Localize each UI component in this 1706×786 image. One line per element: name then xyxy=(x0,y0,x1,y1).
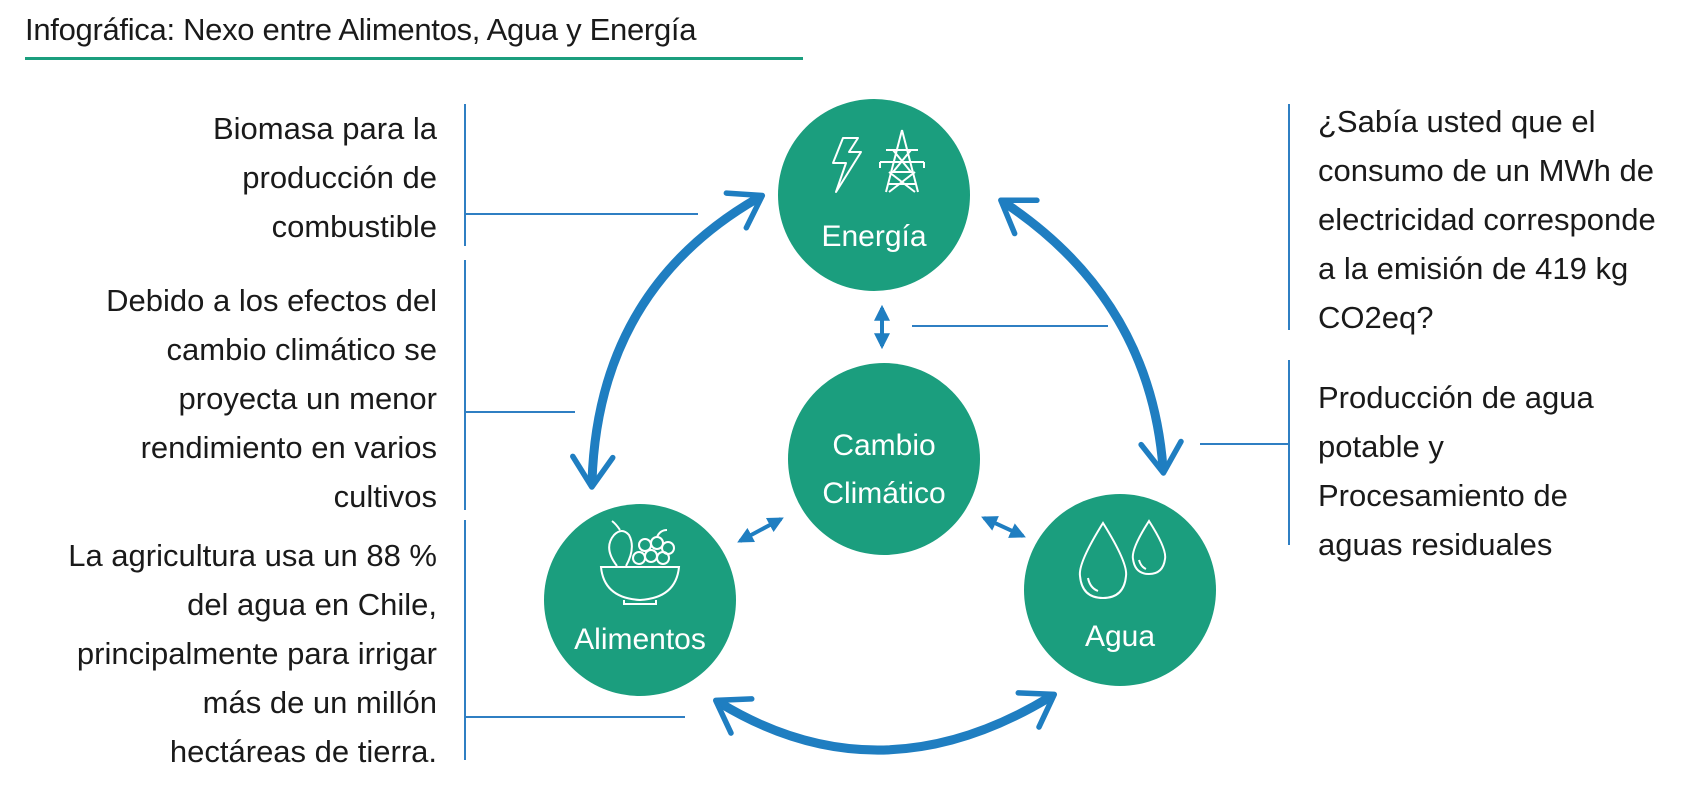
node-alimentos: Alimentos xyxy=(544,504,736,696)
note-mwh-line: electricidad corresponde xyxy=(1318,202,1656,237)
note-mwh-line: consumo de un MWh de xyxy=(1318,153,1655,188)
lightning-icon xyxy=(832,137,862,193)
node-energia-label: Energía xyxy=(821,220,926,253)
fruit-bowl-icon xyxy=(599,520,681,605)
note-agricultura-line: del agua en Chile, xyxy=(187,587,437,622)
note-potable-line: Producción de agua xyxy=(1318,380,1594,415)
page-title: Infográfica: Nexo entre Alimentos, Agua … xyxy=(25,12,697,47)
water-drops-icon xyxy=(1078,519,1167,600)
note-potable-line: potable y xyxy=(1318,429,1444,464)
node-cambio: Cambio Climático xyxy=(788,363,980,555)
note-biomasa-line: Biomasa para la xyxy=(212,111,437,146)
node-alimentos-label: Alimentos xyxy=(574,623,706,656)
node-cambio-label-2: Climático xyxy=(822,477,945,510)
note-potable-line: Procesamiento de xyxy=(1318,478,1568,513)
note-biomasa-line: combustible xyxy=(271,209,437,244)
note-clima: Debido a los efectos del cambio climátic… xyxy=(106,276,437,521)
title-underline xyxy=(25,57,803,60)
note-clima-line: cultivos xyxy=(333,479,437,514)
note-mwh-line: a la emisión de 419 kg xyxy=(1318,251,1629,286)
note-biomasa: Biomasa para la producción de combustibl… xyxy=(213,104,437,251)
note-potable: Producción de agua potable y Procesamien… xyxy=(1318,373,1594,569)
node-agua: Agua xyxy=(1024,494,1216,686)
node-cambio-circle xyxy=(788,363,980,555)
note-clima-line: proyecta un menor xyxy=(178,381,437,416)
note-agricultura-line: más de un millón xyxy=(202,685,437,720)
node-energia: Energía xyxy=(778,99,970,291)
node-cambio-label-1: Cambio xyxy=(832,429,935,462)
arrow-alimentos-agua xyxy=(712,690,1058,755)
note-clima-line: Debido a los efectos del xyxy=(106,283,437,318)
note-biomasa-line: producción de xyxy=(242,160,437,195)
node-energia-circle xyxy=(778,99,970,291)
note-potable-line: aguas residuales xyxy=(1318,527,1553,562)
note-clima-line: cambio climático se xyxy=(166,332,437,367)
note-mwh-line: ¿Sabía usted que el xyxy=(1318,104,1596,139)
note-agricultura: La agricultura usa un 88 % del agua en C… xyxy=(68,531,437,776)
note-clima-line: rendimiento en varios xyxy=(140,430,437,465)
arrow-alimentos-cambio xyxy=(737,517,784,543)
node-agua-label: Agua xyxy=(1085,620,1155,653)
arrow-energia-agua xyxy=(998,197,1184,476)
note-agricultura-line: principalmente para irrigar xyxy=(76,636,437,671)
cycle-arrows xyxy=(570,190,1184,755)
arrow-energia-alimentos xyxy=(570,190,766,490)
arrow-agua-cambio xyxy=(981,516,1026,538)
power-tower-icon xyxy=(879,129,925,193)
note-agricultura-line: La agricultura usa un 88 % xyxy=(68,538,437,573)
climate-arrows xyxy=(737,304,1026,543)
note-mwh-line: CO2eq? xyxy=(1318,300,1434,335)
node-agua-circle xyxy=(1024,494,1216,686)
note-agricultura-line: hectáreas de tierra. xyxy=(169,734,437,769)
note-mwh: ¿Sabía usted que el consumo de un MWh de… xyxy=(1318,97,1656,342)
